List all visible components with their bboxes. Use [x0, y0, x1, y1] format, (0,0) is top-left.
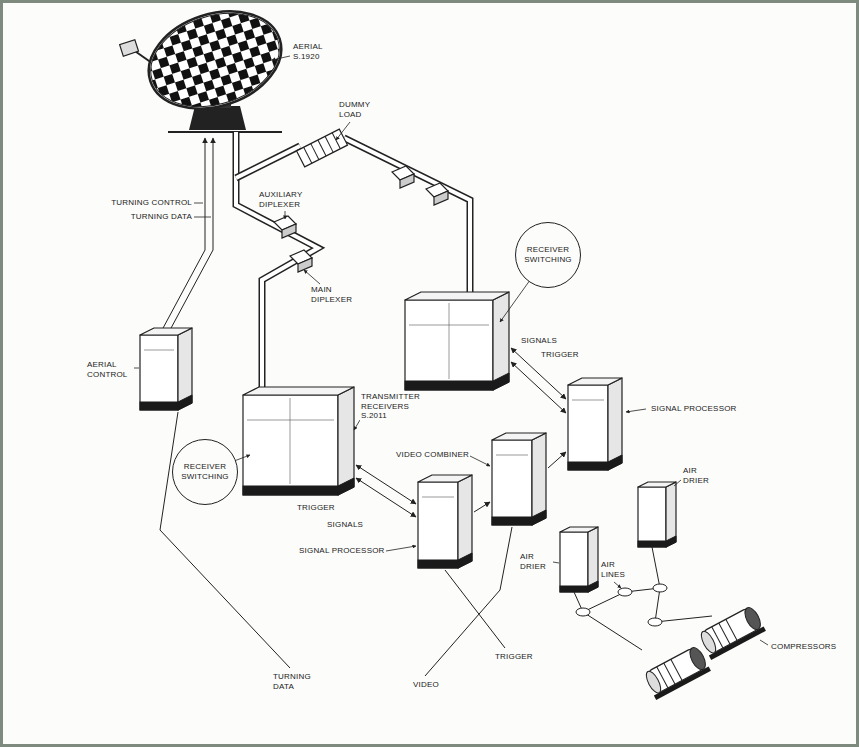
part-label: TURNING DATA — [130, 212, 193, 222]
part-label: MAIN DIPLEXER — [310, 285, 360, 304]
leader-lines — [134, 56, 768, 645]
switching-circle: RECEIVER SWITCHING — [172, 439, 238, 505]
part-label: VIDEO — [412, 680, 440, 690]
part-label: AERIAL S.1920 — [292, 42, 334, 61]
signal-processor-cabinet — [418, 475, 472, 568]
turning-lines — [162, 138, 213, 330]
part-label: SIGNAL PROCESSOR — [650, 404, 738, 414]
compressor — [698, 605, 766, 660]
video-combiner-cabinet — [492, 433, 546, 525]
part-label: TRIGGER — [540, 350, 580, 360]
aerial-dish — [118, 0, 297, 134]
part-label: SIGNAL PROCESSOR — [298, 546, 386, 556]
circle-label: RECEIVER SWITCHING — [180, 462, 230, 481]
switching-circle: RECEIVER SWITCHING — [515, 222, 581, 288]
part-label: SIGNALS — [520, 336, 558, 346]
part-label: AUXILIARY DIPLEXER — [258, 190, 312, 209]
part-label: VIDEO COMBINER — [395, 450, 470, 460]
part-label: AIR LINES — [600, 560, 634, 579]
part-label: TRIGGER — [494, 652, 534, 662]
part-label: AIR DRIER — [519, 552, 553, 571]
part-label: DUMMY LOAD — [338, 100, 380, 119]
part-label: COMPRESSORS — [770, 642, 837, 652]
signal-wires — [160, 348, 566, 676]
transmitter-cabinet — [243, 387, 354, 495]
diplexers — [274, 166, 448, 272]
part-label: TRANSMITTER RECEIVERS S.2011 — [360, 392, 426, 421]
compressor — [643, 645, 711, 700]
circle-label: RECEIVER SWITCHING — [523, 245, 573, 264]
signal-processor-cabinet — [568, 378, 622, 470]
aerial-control-cabinet — [140, 328, 192, 410]
part-label: TURNING CONTROL — [110, 198, 193, 208]
air-drier-cabinet — [638, 482, 676, 547]
air-drier-cabinet — [560, 527, 598, 592]
part-label: SIGNALS — [326, 520, 364, 530]
part-label: AERIAL CONTROL — [86, 360, 134, 379]
air-lines — [574, 547, 712, 650]
part-label: TURNING DATA — [272, 672, 320, 691]
part-label: AIR DRIER — [682, 466, 716, 485]
part-label: TRIGGER — [296, 503, 336, 513]
transmitter-cabinet — [405, 292, 509, 390]
